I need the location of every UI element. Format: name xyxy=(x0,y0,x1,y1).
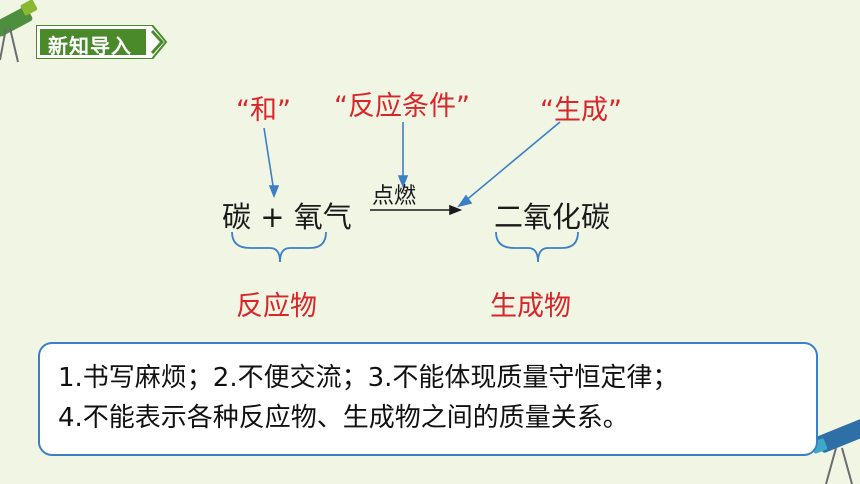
equation-reactants: 碳 + 氧气 xyxy=(222,200,352,234)
telescope-icon xyxy=(0,0,38,63)
drawbacks-note: 1.书写麻烦；2.不便交流；3.不能体现质量守恒定律； 4.不能表示各种反应物、… xyxy=(38,342,818,456)
braces xyxy=(231,231,579,263)
reaction-arrow xyxy=(370,204,463,216)
note-line-2: 4.不能表示各种反应物、生成物之间的质量关系。 xyxy=(58,403,629,433)
label-condition: “反应条件” xyxy=(334,91,470,122)
section-title: 新知导入 xyxy=(48,34,132,58)
section-title-badge: 新知导入 xyxy=(36,25,168,59)
label-he: “和” xyxy=(236,95,291,126)
note-line-1: 1.书写麻烦；2.不便交流；3.不能体现质量守恒定律； xyxy=(58,363,679,393)
group-reactants: 反应物 xyxy=(236,291,317,322)
title-badge-shape xyxy=(36,25,168,59)
equation-condition: 点燃 xyxy=(372,184,417,209)
equation-products: 二氧化碳 xyxy=(494,200,611,234)
pointer-arrows xyxy=(263,121,561,208)
group-products: 生成物 xyxy=(490,291,571,322)
label-produce: “生成” xyxy=(540,95,622,126)
